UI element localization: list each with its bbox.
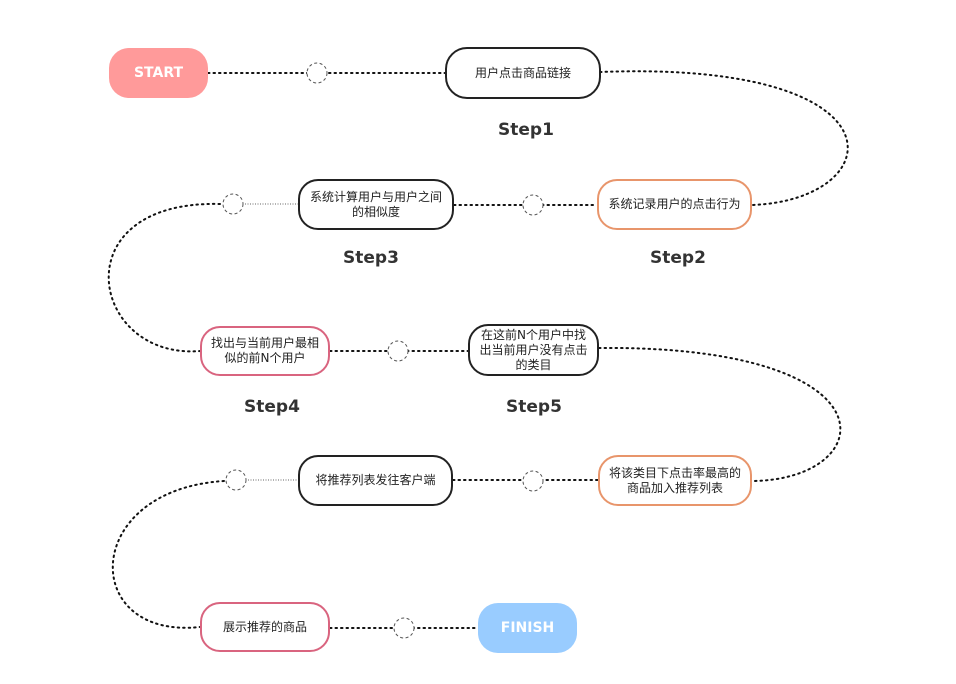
node-send-to-client: 将推荐列表发往客户端 xyxy=(298,455,453,506)
connector-curve-row4-row5 xyxy=(111,480,225,629)
finish-node: FINISH xyxy=(478,603,577,653)
step-label-3: Step3 xyxy=(343,248,399,268)
node-record-behavior: 系统记录用户的点击行为 xyxy=(597,179,752,230)
step-label-2: Step2 xyxy=(650,248,706,268)
junction-circle xyxy=(387,340,409,362)
junction-circle xyxy=(522,194,544,216)
step-label-1: Step1 xyxy=(498,120,554,140)
node-show-recommendations: 展示推荐的商品 xyxy=(200,602,330,652)
junction-circle xyxy=(225,469,247,491)
junction-circle xyxy=(306,62,328,84)
connector-curve-row2-row3 xyxy=(107,202,221,353)
step-label-5: Step5 xyxy=(506,397,562,417)
step-label-4: Step4 xyxy=(244,397,300,417)
junction-circle xyxy=(393,617,415,639)
node-click-link: 用户点击商品链接 xyxy=(445,47,601,99)
node-compute-similarity: 系统计算用户与用户之间的相似度 xyxy=(298,179,454,230)
connector-curve-row3-row4 xyxy=(598,346,842,482)
start-node: START xyxy=(109,48,208,98)
junction-circle xyxy=(222,193,244,215)
node-find-unclicked-categories: 在这前N个用户中找出当前用户没有点击的类目 xyxy=(468,324,599,376)
junction-circle xyxy=(522,470,544,492)
node-add-top-products: 将该类目下点击率最高的商品加入推荐列表 xyxy=(598,455,752,506)
connector-curve-row1-row2 xyxy=(599,70,849,206)
node-find-similar-users: 找出与当前用户最相似的前N个用户 xyxy=(200,326,330,376)
